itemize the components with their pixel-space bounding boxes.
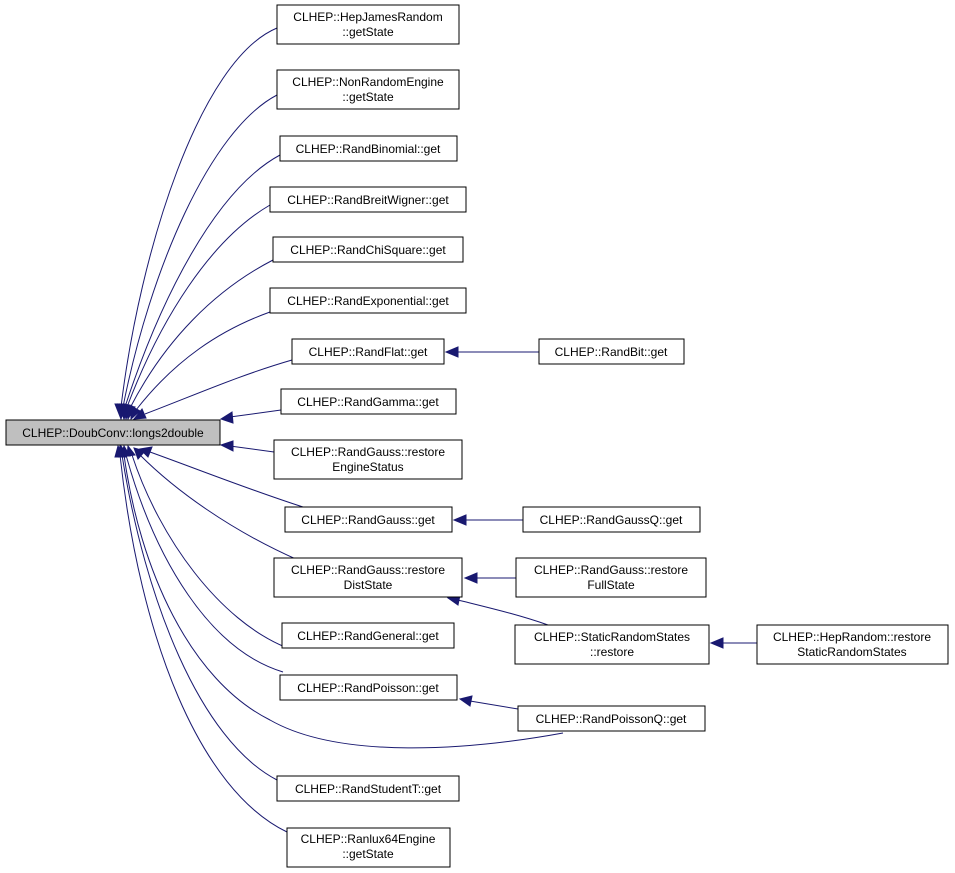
node-label: CLHEP::HepRandom::restore xyxy=(773,630,931,644)
node-gaussdist[interactable]: CLHEP::RandGauss::restore DistState xyxy=(273,557,463,598)
node-label: FullState xyxy=(587,578,635,592)
arrowhead xyxy=(709,637,724,649)
node-label: CLHEP::HepJamesRandom xyxy=(293,10,442,24)
node-label: CLHEP::RandGauss::restore xyxy=(291,563,445,577)
edge-chisquare-to-root xyxy=(129,259,274,409)
arrowhead xyxy=(463,572,478,584)
graph-arrowheads xyxy=(114,346,724,707)
node-label: CLHEP::RandChiSquare::get xyxy=(290,243,446,257)
node-label: CLHEP::RandGeneral::get xyxy=(297,629,439,643)
node-breitwigner[interactable]: CLHEP::RandBreitWigner::get xyxy=(269,186,467,213)
node-general[interactable]: CLHEP::RandGeneral::get xyxy=(281,622,455,649)
node-label: CLHEP::RandPoissonQ::get xyxy=(536,712,687,726)
arrowhead xyxy=(458,695,473,707)
edge-gaussdist-to-root xyxy=(139,454,299,561)
node-chisquare[interactable]: CLHEP::RandChiSquare::get xyxy=(272,236,464,263)
node-ranlux[interactable]: CLHEP::Ranlux64Engine ::getState xyxy=(286,827,451,868)
node-label: CLHEP::Ranlux64Engine xyxy=(301,832,436,846)
node-label: ::getState xyxy=(342,847,394,861)
node-nonrandom[interactable]: CLHEP::NonRandomEngine ::getState xyxy=(276,69,460,110)
arrowhead xyxy=(132,408,147,420)
edge-hepjames-to-root xyxy=(120,27,278,408)
edge-staticstates-to-gaussdist xyxy=(457,599,549,626)
edge-exponential-to-root xyxy=(135,311,271,411)
node-label: ::restore xyxy=(590,645,634,659)
node-label: CLHEP::RandStudentT::get xyxy=(295,782,442,796)
node-label: CLHEP::NonRandomEngine xyxy=(292,75,444,89)
node-staticstates[interactable]: CLHEP::StaticRandomStates ::restore xyxy=(514,624,710,665)
arrowhead xyxy=(219,440,234,452)
edge-ranlux-to-root xyxy=(119,454,288,833)
node-label: CLHEP::RandGauss::get xyxy=(301,513,435,527)
node-gaussengine[interactable]: CLHEP::RandGauss::restore EngineStatus xyxy=(273,439,463,480)
edge-flat-to-root xyxy=(144,359,293,415)
arrowhead xyxy=(133,447,146,460)
edge-poissonq-to-root xyxy=(123,454,564,749)
node-label: ::getState xyxy=(342,90,394,104)
node-label: CLHEP::RandGauss::restore xyxy=(291,445,445,459)
node-label: CLHEP::RandGamma::get xyxy=(297,395,439,409)
graph-nodes: CLHEP::DoubConv::longs2double CLHEP::Hep… xyxy=(5,4,949,868)
node-poissonq[interactable]: CLHEP::RandPoissonQ::get xyxy=(517,705,706,732)
node-root[interactable]: CLHEP::DoubConv::longs2double xyxy=(5,419,221,446)
node-label: CLHEP::RandGaussQ::get xyxy=(540,513,683,527)
graph-edges xyxy=(119,27,757,833)
edge-gaussengine-to-root xyxy=(229,445,275,453)
node-label: CLHEP::RandBinomial::get xyxy=(296,142,441,156)
node-gaussfull[interactable]: CLHEP::RandGauss::restore FullState xyxy=(515,557,707,598)
node-binomial[interactable]: CLHEP::RandBinomial::get xyxy=(279,135,458,162)
arrowhead xyxy=(452,514,467,526)
node-label: CLHEP::RandExponential::get xyxy=(287,294,449,308)
arrowhead xyxy=(138,446,153,458)
node-label: CLHEP::RandBit::get xyxy=(555,345,668,359)
node-label: CLHEP::RandBreitWigner::get xyxy=(287,193,449,207)
edge-nonrandom-to-root xyxy=(122,94,278,408)
node-hepjames[interactable]: CLHEP::HepJamesRandom ::getState xyxy=(276,4,460,45)
node-gaussq[interactable]: CLHEP::RandGaussQ::get xyxy=(522,506,701,533)
node-label: DistState xyxy=(344,578,393,592)
node-label: CLHEP::DoubConv::longs2double xyxy=(22,426,204,440)
node-label: CLHEP::RandGauss::restore xyxy=(534,563,688,577)
node-poisson[interactable]: CLHEP::RandPoisson::get xyxy=(279,674,458,701)
arrowhead xyxy=(444,346,459,358)
arrowhead xyxy=(130,405,141,421)
node-flat[interactable]: CLHEP::RandFlat::get xyxy=(291,338,445,365)
node-label: EngineStatus xyxy=(332,460,403,474)
node-gamma[interactable]: CLHEP::RandGamma::get xyxy=(280,388,457,415)
arrowhead xyxy=(114,444,125,458)
node-label: ::getState xyxy=(342,25,394,39)
node-label: CLHEP::RandFlat::get xyxy=(309,345,428,359)
node-exponential[interactable]: CLHEP::RandExponential::get xyxy=(269,287,467,314)
edge-breitwigner-to-root xyxy=(126,204,271,408)
node-studentt[interactable]: CLHEP::RandStudentT::get xyxy=(276,775,460,802)
node-label: CLHEP::StaticRandomStates xyxy=(534,630,690,644)
edge-binomial-to-root xyxy=(124,154,281,408)
edge-gamma-to-root xyxy=(229,409,282,418)
edge-poisson-to-root xyxy=(125,454,284,673)
node-label: StaticRandomStates xyxy=(797,645,906,659)
node-heprandom[interactable]: CLHEP::HepRandom::restore StaticRandomSt… xyxy=(756,624,949,665)
edge-general-to-root xyxy=(131,454,286,648)
edge-gaussget-to-root xyxy=(149,451,304,508)
node-bit[interactable]: CLHEP::RandBit::get xyxy=(538,338,685,365)
edge-studentt-to-root xyxy=(121,454,278,781)
node-gaussget[interactable]: CLHEP::RandGauss::get xyxy=(284,506,453,533)
arrowhead xyxy=(219,411,234,424)
edge-poissonq-to-poisson xyxy=(469,700,519,710)
node-label: CLHEP::RandPoisson::get xyxy=(297,681,439,695)
